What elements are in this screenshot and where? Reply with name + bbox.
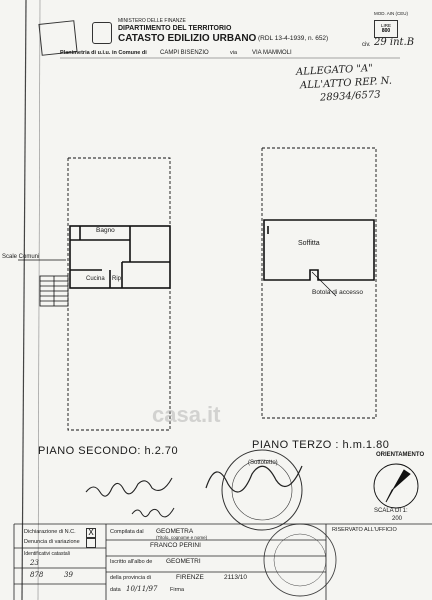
signature-scribble-2 <box>131 507 175 518</box>
via-label: via <box>230 50 238 56</box>
compilata-label: Compilata dal <box>110 529 144 535</box>
sub-value: 39 <box>64 571 73 579</box>
scale-label: SCALA DI 1: <box>374 508 408 514</box>
signature-scribble-3 <box>205 465 303 493</box>
comune-value: CAMPI BISENZIO <box>160 50 209 56</box>
ministry-emblem <box>92 22 112 44</box>
civ-label: civ. <box>362 42 371 48</box>
declaration-mark: X <box>88 528 94 537</box>
document-title: CATASTO EDILIZIO URBANO <box>118 33 257 44</box>
plan-secondo-outline <box>67 157 171 431</box>
signature-scribble-1 <box>85 477 173 497</box>
planimetry-label: Planimetria di u.i.u. in Comune di <box>60 50 147 56</box>
compilata-hint: (Titolo, cognome e nome) <box>156 535 208 540</box>
label-sottotetto: (Sottotetto) <box>248 460 278 466</box>
label-scale-comuni: Scale Comuni <box>2 254 40 260</box>
compilata-name: FRANCO PERINI <box>150 542 201 549</box>
orientation-compass <box>373 463 419 509</box>
declaration-label: Dichiarazione di N.C. <box>24 529 76 535</box>
provincia-label: della provincia di <box>110 575 151 581</box>
footer-grid <box>13 523 432 600</box>
room-bagno: Bagno <box>96 227 115 234</box>
data-label: data <box>110 587 121 593</box>
variation-checkbox[interactable] <box>86 538 96 548</box>
compilata-role: GEOMETRA <box>156 528 194 535</box>
department-label: DIPARTIMENTO DEL TERRITORIO <box>118 25 232 32</box>
orientation-label: ORIENTAMENTO <box>376 452 425 458</box>
declaration-checkbox[interactable]: X <box>86 528 96 538</box>
numero-value: 2113/10 <box>224 574 248 581</box>
reserved-label: RISERVATO ALL'UFFICIO <box>332 527 397 533</box>
decree-label: (RDL 13-4-1939, n. 652) <box>258 35 329 42</box>
model-label: MOD. AIN (CEU) <box>374 11 409 16</box>
foglio-value: 23 <box>30 559 39 567</box>
geometra-stamp <box>263 523 337 597</box>
data-value: 10/11/97 <box>126 585 158 593</box>
room-soffitta: Soffitta <box>298 240 320 247</box>
lire-value: 800 <box>381 28 391 34</box>
staircase <box>39 275 69 307</box>
via-value: VIA MAMMOLI <box>252 50 292 56</box>
watermark: casa.it <box>152 402 221 427</box>
provincia-value: FIRENZE <box>176 574 204 581</box>
iscritto-value: GEOMETRI <box>166 558 201 565</box>
scale-value: 200 <box>392 516 403 522</box>
ministry-label: MINISTERO DELLE FINANZE <box>118 18 186 24</box>
plan-secondo-apartment <box>69 225 171 289</box>
floor-label-terzo: PIANO TERZO : h.m.1.80 <box>252 439 390 451</box>
room-cucina: Cucina <box>86 276 105 282</box>
variation-label: Denuncia di variazione <box>24 539 80 545</box>
firma-label: Firma <box>170 587 185 593</box>
label-botola: Botola di accesso <box>312 289 363 296</box>
identificativi-label: Identificativi catastali <box>24 551 70 557</box>
plan-terzo-outline <box>261 147 377 419</box>
civ-value: 29 int.B <box>374 37 415 48</box>
floor-label-secondo: PIANO SECONDO: h.2.70 <box>38 445 179 457</box>
plan-terzo-soffitta <box>263 219 375 281</box>
iscritto-label: Iscritto all'albo de <box>110 559 153 565</box>
particella-value: 878 <box>30 571 44 579</box>
room-rip: Rip <box>112 276 122 282</box>
lire-box: LIRE 800 <box>374 20 398 38</box>
lire-label: LIRE <box>380 23 391 28</box>
